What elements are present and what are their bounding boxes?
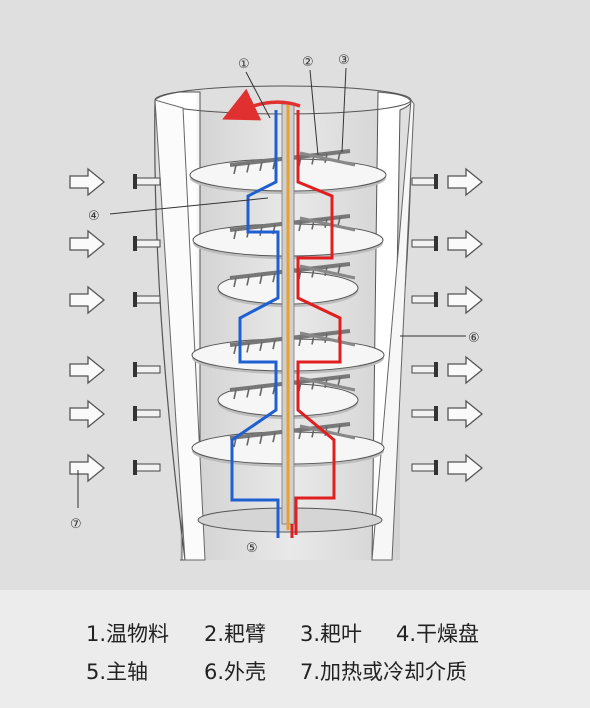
rake-arm-b-6: [299, 424, 356, 440]
rake-blade-4-4: [272, 340, 276, 350]
legend-item-2: 2.耙臂: [204, 622, 267, 646]
rake-blade-6-2: [246, 436, 250, 446]
callout-4-leader: [109, 197, 269, 215]
outlet-arrow-right-6-icon: [447, 453, 484, 483]
cold-pipe: [230, 170, 280, 535]
callout-2: ②: [302, 55, 314, 70]
rake-blade-5-1: [233, 389, 237, 400]
legend-item-7: 7.加热或冷却介质: [300, 660, 468, 684]
rake-blade-6-4: [272, 433, 276, 443]
rake-blade-6-9: [337, 425, 341, 435]
rake-blade-1-3: [259, 161, 263, 171]
rake-blade-3-2: [246, 276, 250, 286]
nozzle-left-flange-6: [133, 460, 137, 475]
nozzle-right-flange-4: [434, 362, 438, 377]
rake-blade-2-1: [233, 229, 237, 240]
nozzle-left-flange-5: [133, 406, 137, 421]
outlet-arrow-right-5-icon: [447, 399, 484, 429]
callout-7: ⑦: [70, 517, 82, 532]
nozzle-right-4: [411, 365, 437, 374]
legend-item-4: 4.干燥盘: [396, 622, 480, 646]
nozzle-left-flange-3: [133, 292, 137, 307]
nozzle-left-3: [135, 295, 161, 304]
outlet-arrow-right-4-icon: [447, 355, 484, 385]
nozzle-left-1: [135, 177, 161, 186]
inlet-arrow-left-3-icon: [69, 285, 106, 315]
rotation-arrow-icon: [222, 88, 301, 121]
rake-blade-2-9: [337, 217, 341, 227]
rake-blade-2-6: [298, 221, 302, 232]
rake-blade-4-2: [246, 343, 250, 353]
nozzle-left-2: [135, 239, 161, 248]
legend-item-3: 3.耙叶: [300, 622, 363, 646]
rake-arm-b-2: [299, 216, 356, 232]
rake-blade-5-3: [259, 386, 263, 396]
rake-arm-b-5: [299, 376, 356, 392]
nozzle-left-5: [135, 409, 161, 418]
rake-blade-5-2: [246, 388, 250, 398]
rake-arm-b-4: [299, 331, 356, 347]
rake-blade-1-9: [337, 152, 341, 162]
outlet-arrow-right-1-icon: [447, 167, 484, 197]
nozzle-left-flange-2: [133, 236, 137, 251]
callout-3-leader: [341, 67, 347, 153]
rake-blade-6-6: [298, 429, 302, 440]
inlet-arrow-left-4-icon: [69, 355, 106, 385]
inlet-arrow-left-6-icon: [69, 453, 106, 483]
rake-blade-1-2: [246, 163, 250, 173]
outlet-arrow-right-3-icon: [447, 285, 484, 315]
inlet-arrow-left-5-icon: [69, 399, 106, 429]
legend-item-6: 6.外壳: [204, 660, 267, 684]
rake-arm-b-3: [299, 264, 356, 280]
callout-1: ①: [238, 57, 250, 72]
inlet-arrow-left-2-icon: [69, 229, 106, 259]
legend-item-1: 1.温物料: [86, 622, 170, 646]
legend-item-5: 5.主轴: [86, 660, 149, 684]
rake-blade-5-9: [337, 377, 341, 387]
rake-blade-6-3: [259, 434, 263, 444]
shell-front-left: [154, 99, 186, 561]
nozzle-right-flange-1: [434, 174, 438, 189]
nozzle-right-flange-3: [434, 292, 438, 307]
nozzle-right-flange-6: [434, 460, 438, 475]
rake-blade-4-3: [259, 341, 263, 351]
rake-blade-6-1: [233, 437, 237, 448]
shell-body-left: [154, 99, 206, 561]
rake-arm-b-1: [299, 151, 356, 167]
nozzle-left-6: [135, 463, 161, 472]
callout-5: ⑤: [246, 541, 258, 556]
nozzle-right-5: [411, 409, 437, 418]
nozzle-left-flange-4: [133, 362, 137, 377]
nozzle-right-2: [411, 239, 437, 248]
nozzle-right-3: [411, 295, 437, 304]
callout-4: ④: [88, 209, 100, 224]
inlet-arrow-left-1-icon: [69, 167, 106, 197]
callout-2-leader: [309, 69, 319, 156]
outlet-arrow-right-2-icon: [447, 229, 484, 259]
nozzle-right-flange-2: [434, 236, 438, 251]
nozzle-right-flange-5: [434, 406, 438, 421]
rake-blade-1-1: [233, 164, 237, 175]
callout-3: ③: [338, 53, 350, 68]
rake-blade-4-1: [233, 344, 237, 355]
dryer-diagram: ① ② ③ ④ ⑤ ⑥ ⑦: [69, 53, 484, 561]
rake-blade-4-6: [298, 336, 302, 347]
nozzle-right-6: [411, 463, 437, 472]
nozzle-left-4: [135, 365, 161, 374]
callout-6: ⑥: [468, 331, 480, 346]
nozzle-left-flange-1: [133, 174, 137, 189]
rake-blade-3-1: [233, 277, 237, 288]
rake-blade-3-3: [259, 274, 263, 284]
callout-1-leader: [245, 71, 271, 119]
rake-blade-3-4: [272, 273, 276, 283]
hot-pipe: [294, 170, 342, 535]
nozzle-right-1: [411, 177, 437, 186]
rake-blade-3-9: [337, 265, 341, 275]
